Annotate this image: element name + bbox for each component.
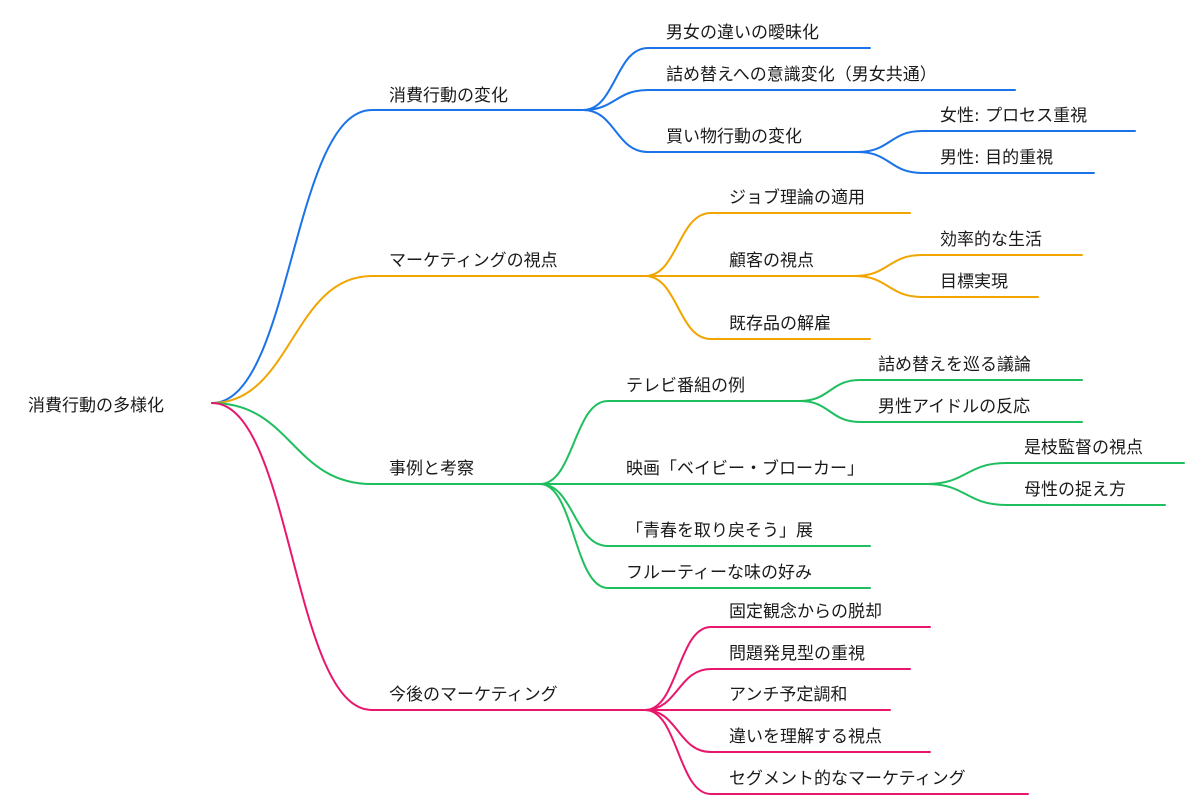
edge-2 (211, 402, 541, 485)
node-label-0-1: 詰め替えへの意識変化（男女共通） (666, 65, 937, 85)
edge-1-1-1 (854, 275, 1039, 298)
edge-0-0 (582, 47, 871, 111)
edge-3-3 (644, 709, 931, 753)
node-label-2-3: フルーティーな味の好み (626, 563, 812, 583)
node-label-3-1: 問題発見型の重視 (729, 644, 865, 664)
node-label-1: マーケティングの視点 (389, 251, 558, 271)
node-label-2-2: 「青春を取り戻そう」展 (626, 521, 813, 541)
node-label-0-2: 買い物行動の変化 (666, 127, 802, 147)
node-label-2-0-1: 男性アイドルの反応 (878, 397, 1030, 417)
root-node-label: 消費行動の多様化 (28, 396, 164, 416)
edge-0 (211, 109, 584, 404)
node-label-0-2-0: 女性: プロセス重視 (940, 106, 1087, 126)
node-label-2-1-0: 是枝監督の視点 (1024, 438, 1143, 458)
node-label-2-1-1: 母性の捉え方 (1024, 480, 1126, 500)
node-label-2: 事例と考察 (389, 459, 474, 479)
edge-0-2-0 (857, 130, 1136, 153)
node-label-2-0-0: 詰め替えを巡る議論 (878, 355, 1031, 375)
edge-3-4 (644, 709, 1029, 795)
node-label-3-4: セグメント的なマーケティング (729, 769, 966, 789)
edge-2-0-0 (799, 379, 1083, 402)
node-label-0-0: 男女の違いの曖昧化 (666, 23, 819, 43)
edge-1 (211, 275, 646, 404)
node-label-0: 消費行動の変化 (389, 86, 508, 106)
node-label-1-0: ジョブ理論の適用 (729, 187, 865, 208)
edge-1-1-0 (854, 254, 1083, 277)
node-label-3-0: 固定観念からの脱却 (729, 601, 882, 622)
edge-0-2-1 (857, 151, 1095, 174)
edge-1-2 (644, 275, 871, 340)
edge-3 (211, 402, 646, 711)
node-label-2-1: 映画「ベイビー・ブローカー」 (626, 458, 864, 479)
node-label-3-3: 違いを理解する視点 (729, 727, 882, 747)
edge-2-0 (539, 400, 801, 485)
edge-0-2 (582, 109, 859, 153)
node-label-3: 今後のマーケティング (389, 685, 558, 705)
node-label-1-1-0: 効率的な生活 (940, 230, 1042, 250)
edge-3-0 (644, 626, 931, 711)
node-label-3-2: アンチ予定調和 (729, 685, 847, 705)
edge-0-1 (582, 89, 1016, 111)
node-label-1-1-1: 目標実現 (940, 272, 1008, 292)
edge-2-1-0 (926, 462, 1185, 485)
edge-3-1 (644, 668, 911, 711)
node-label-2-0: テレビ番組の例 (626, 376, 745, 396)
node-label-0-2-1: 男性: 目的重視 (940, 148, 1053, 168)
mind-map-edges (211, 47, 1185, 795)
node-label-1-2: 既存品の解雇 (729, 314, 831, 334)
node-label-1-1: 顧客の視点 (729, 251, 814, 271)
mind-map-labels: 消費行動の多様化 消費行動の変化 男女の違いの曖昧化詰め替えへの意識変化（男女共通… (28, 23, 1143, 789)
edge-2-3 (539, 483, 871, 589)
edge-2-0-1 (799, 400, 1083, 423)
edge-1-0 (644, 212, 911, 277)
edge-2-1-1 (926, 483, 1166, 506)
edge-2-2 (539, 483, 871, 547)
